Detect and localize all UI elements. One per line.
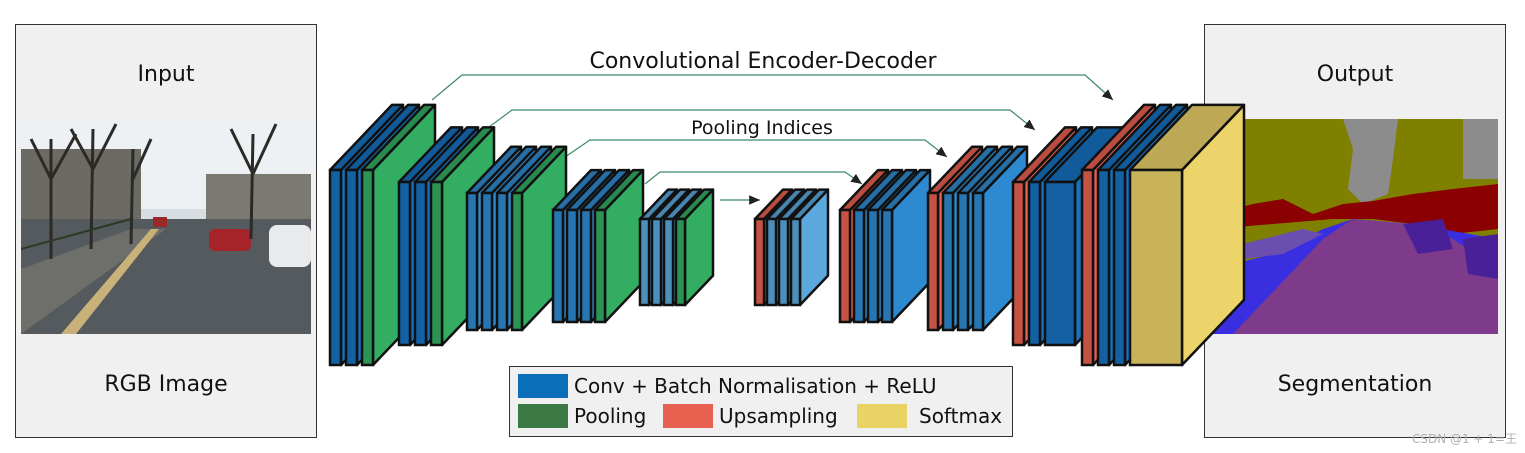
pooling-indices-label: Pooling Indices bbox=[691, 117, 833, 139]
skip-connections bbox=[431, 74, 1114, 205]
legend-item-softmax: Softmax bbox=[857, 404, 1002, 428]
watermark: CSDN @1 + 1=王 bbox=[1411, 432, 1517, 446]
output-panel: Output Segmentation bbox=[1204, 24, 1506, 438]
skip-line-4 bbox=[644, 171, 863, 185]
legend-item-upsampling: Upsampling bbox=[663, 404, 838, 428]
input-caption: RGB Image bbox=[104, 372, 228, 397]
decoder-block-1-slab-4 bbox=[789, 188, 830, 307]
skip-line-3 bbox=[564, 139, 948, 158]
legend-swatch-pooling bbox=[518, 404, 568, 428]
output-title: Output bbox=[1316, 62, 1394, 87]
decoder-block-2-slab-4 bbox=[880, 168, 932, 324]
skip-line-2 bbox=[484, 109, 1036, 131]
legend-swatch-upsampling bbox=[663, 404, 713, 428]
input-title: Input bbox=[137, 62, 195, 87]
legend-label-upsampling: Upsampling bbox=[719, 404, 838, 428]
legend-label-conv: Conv + Batch Normalisation + ReLU bbox=[574, 374, 937, 398]
legend-swatch-conv bbox=[518, 374, 568, 398]
legend-swatch-softmax bbox=[857, 404, 907, 428]
skip-line-1 bbox=[431, 74, 1114, 101]
segmentation-image bbox=[1213, 119, 1498, 334]
network-layers bbox=[328, 103, 1246, 367]
legend-item-conv: Conv + Batch Normalisation + ReLU bbox=[518, 374, 937, 398]
input-rgb-image bbox=[21, 119, 311, 334]
output-caption: Segmentation bbox=[1277, 372, 1433, 397]
decoder-block-5-slab-4 bbox=[1128, 103, 1246, 367]
legend-label-softmax: Softmax bbox=[919, 404, 1003, 428]
encoder-block-5-slab-4 bbox=[674, 188, 715, 307]
input-panel: Input RGB Image bbox=[15, 24, 317, 438]
legend-label-pooling: Pooling bbox=[574, 404, 647, 428]
diagram-title: Convolutional Encoder-Decoder bbox=[589, 49, 937, 74]
legend-item-pooling: Pooling bbox=[518, 404, 646, 428]
legend: Conv + Batch Normalisation + ReLU Poolin… bbox=[509, 366, 1013, 437]
